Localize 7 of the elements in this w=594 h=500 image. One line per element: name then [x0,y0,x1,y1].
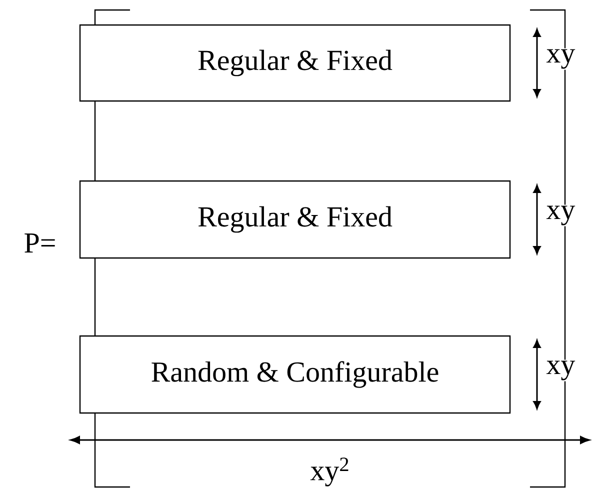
dimension-label: xy [545,360,576,382]
text-box: Regular & Fixed [79,180,511,259]
text-box: Random & Configurable [79,335,511,414]
dimension-label: xy [545,204,576,226]
text-box: Regular & Fixed [79,24,511,102]
dimension-label: xy$^{2}$ [310,458,348,486]
dimension-label: xy [545,48,576,70]
